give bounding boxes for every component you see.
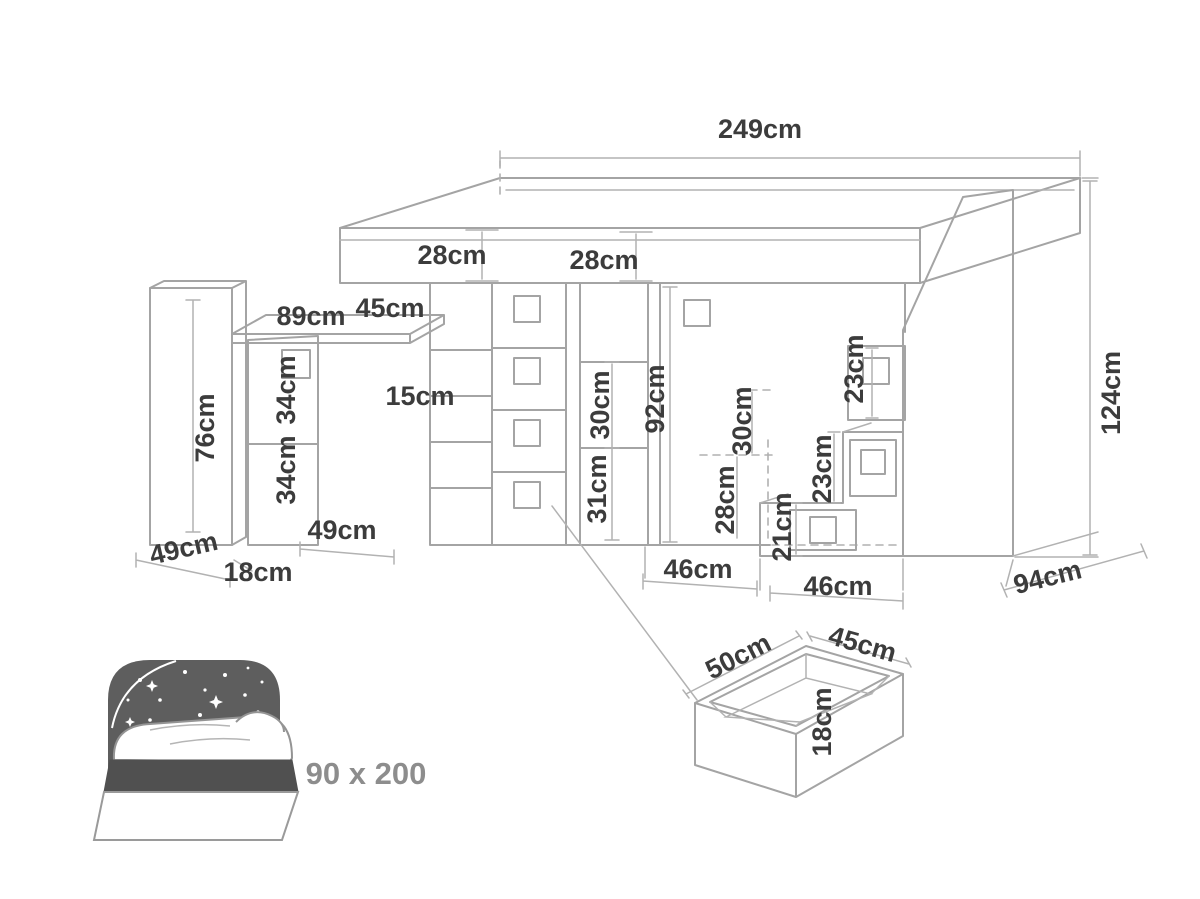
desk-outline xyxy=(149,280,445,546)
dim-step-width-right: 46cm xyxy=(803,571,872,601)
drawer-handles xyxy=(513,295,711,509)
dim-overall-height: 124cm xyxy=(1096,351,1126,435)
dim-step-riser-middle: 23cm xyxy=(807,434,837,503)
dim-drawer-width: 50cm xyxy=(701,627,776,685)
dim-underbed-clearance: 92cm xyxy=(640,364,670,433)
dim-bunk-rail-right: 28cm xyxy=(569,245,638,275)
moon-arc xyxy=(111,660,177,729)
dim-panel-thickness: 18cm xyxy=(223,557,292,587)
bunk-bed-top-outline xyxy=(339,177,1081,284)
dim-step-width-left: 46cm xyxy=(663,554,732,584)
dim-side-panel-height: 76cm xyxy=(190,393,220,462)
dim-right-section-upper: 30cm xyxy=(727,386,757,455)
dim-left-shelf-gap: 15cm xyxy=(385,381,454,411)
dim-bunk-rail-left: 28cm xyxy=(417,240,486,270)
dim-right-section-lower: 28cm xyxy=(710,465,740,534)
dimension-lines xyxy=(135,150,1148,701)
dim-desk-width: 89cm xyxy=(276,301,345,331)
dim-overall-width: 249cm xyxy=(718,114,802,144)
dim-mid-shelf-upper: 30cm xyxy=(585,370,615,439)
night-sky-bed-icon xyxy=(92,660,300,841)
dim-desk-shelf-depth: 49cm xyxy=(307,515,376,545)
small-bed-drawing xyxy=(92,711,300,841)
dim-step-riser-top: 23cm xyxy=(839,334,869,403)
dim-step-riser-bottom: 21cm xyxy=(767,492,797,561)
drawer-detail-outline xyxy=(682,630,912,798)
dim-drawer-height: 18cm xyxy=(807,687,837,756)
dim-mid-shelf-lower: 31cm xyxy=(582,454,612,523)
under-bed-cabinet-outline xyxy=(429,282,906,546)
dim-desk-panel-depth: 49cm xyxy=(147,526,221,571)
dim-desk-shelf-upper: 34cm xyxy=(271,355,301,424)
dim-desk-top-depth: 45cm xyxy=(355,293,424,323)
dim-overall-depth: 94cm xyxy=(1010,554,1084,600)
mattress-size-label: 90 x 200 xyxy=(306,756,427,791)
dimension-labels: 249cm 28cm 28cm 89cm 45cm 76cm 34cm 34cm… xyxy=(147,114,1127,791)
dim-drawer-depth: 45cm xyxy=(825,620,900,668)
stairs-outline xyxy=(759,189,1099,557)
dim-desk-shelf-lower: 34cm xyxy=(271,435,301,504)
